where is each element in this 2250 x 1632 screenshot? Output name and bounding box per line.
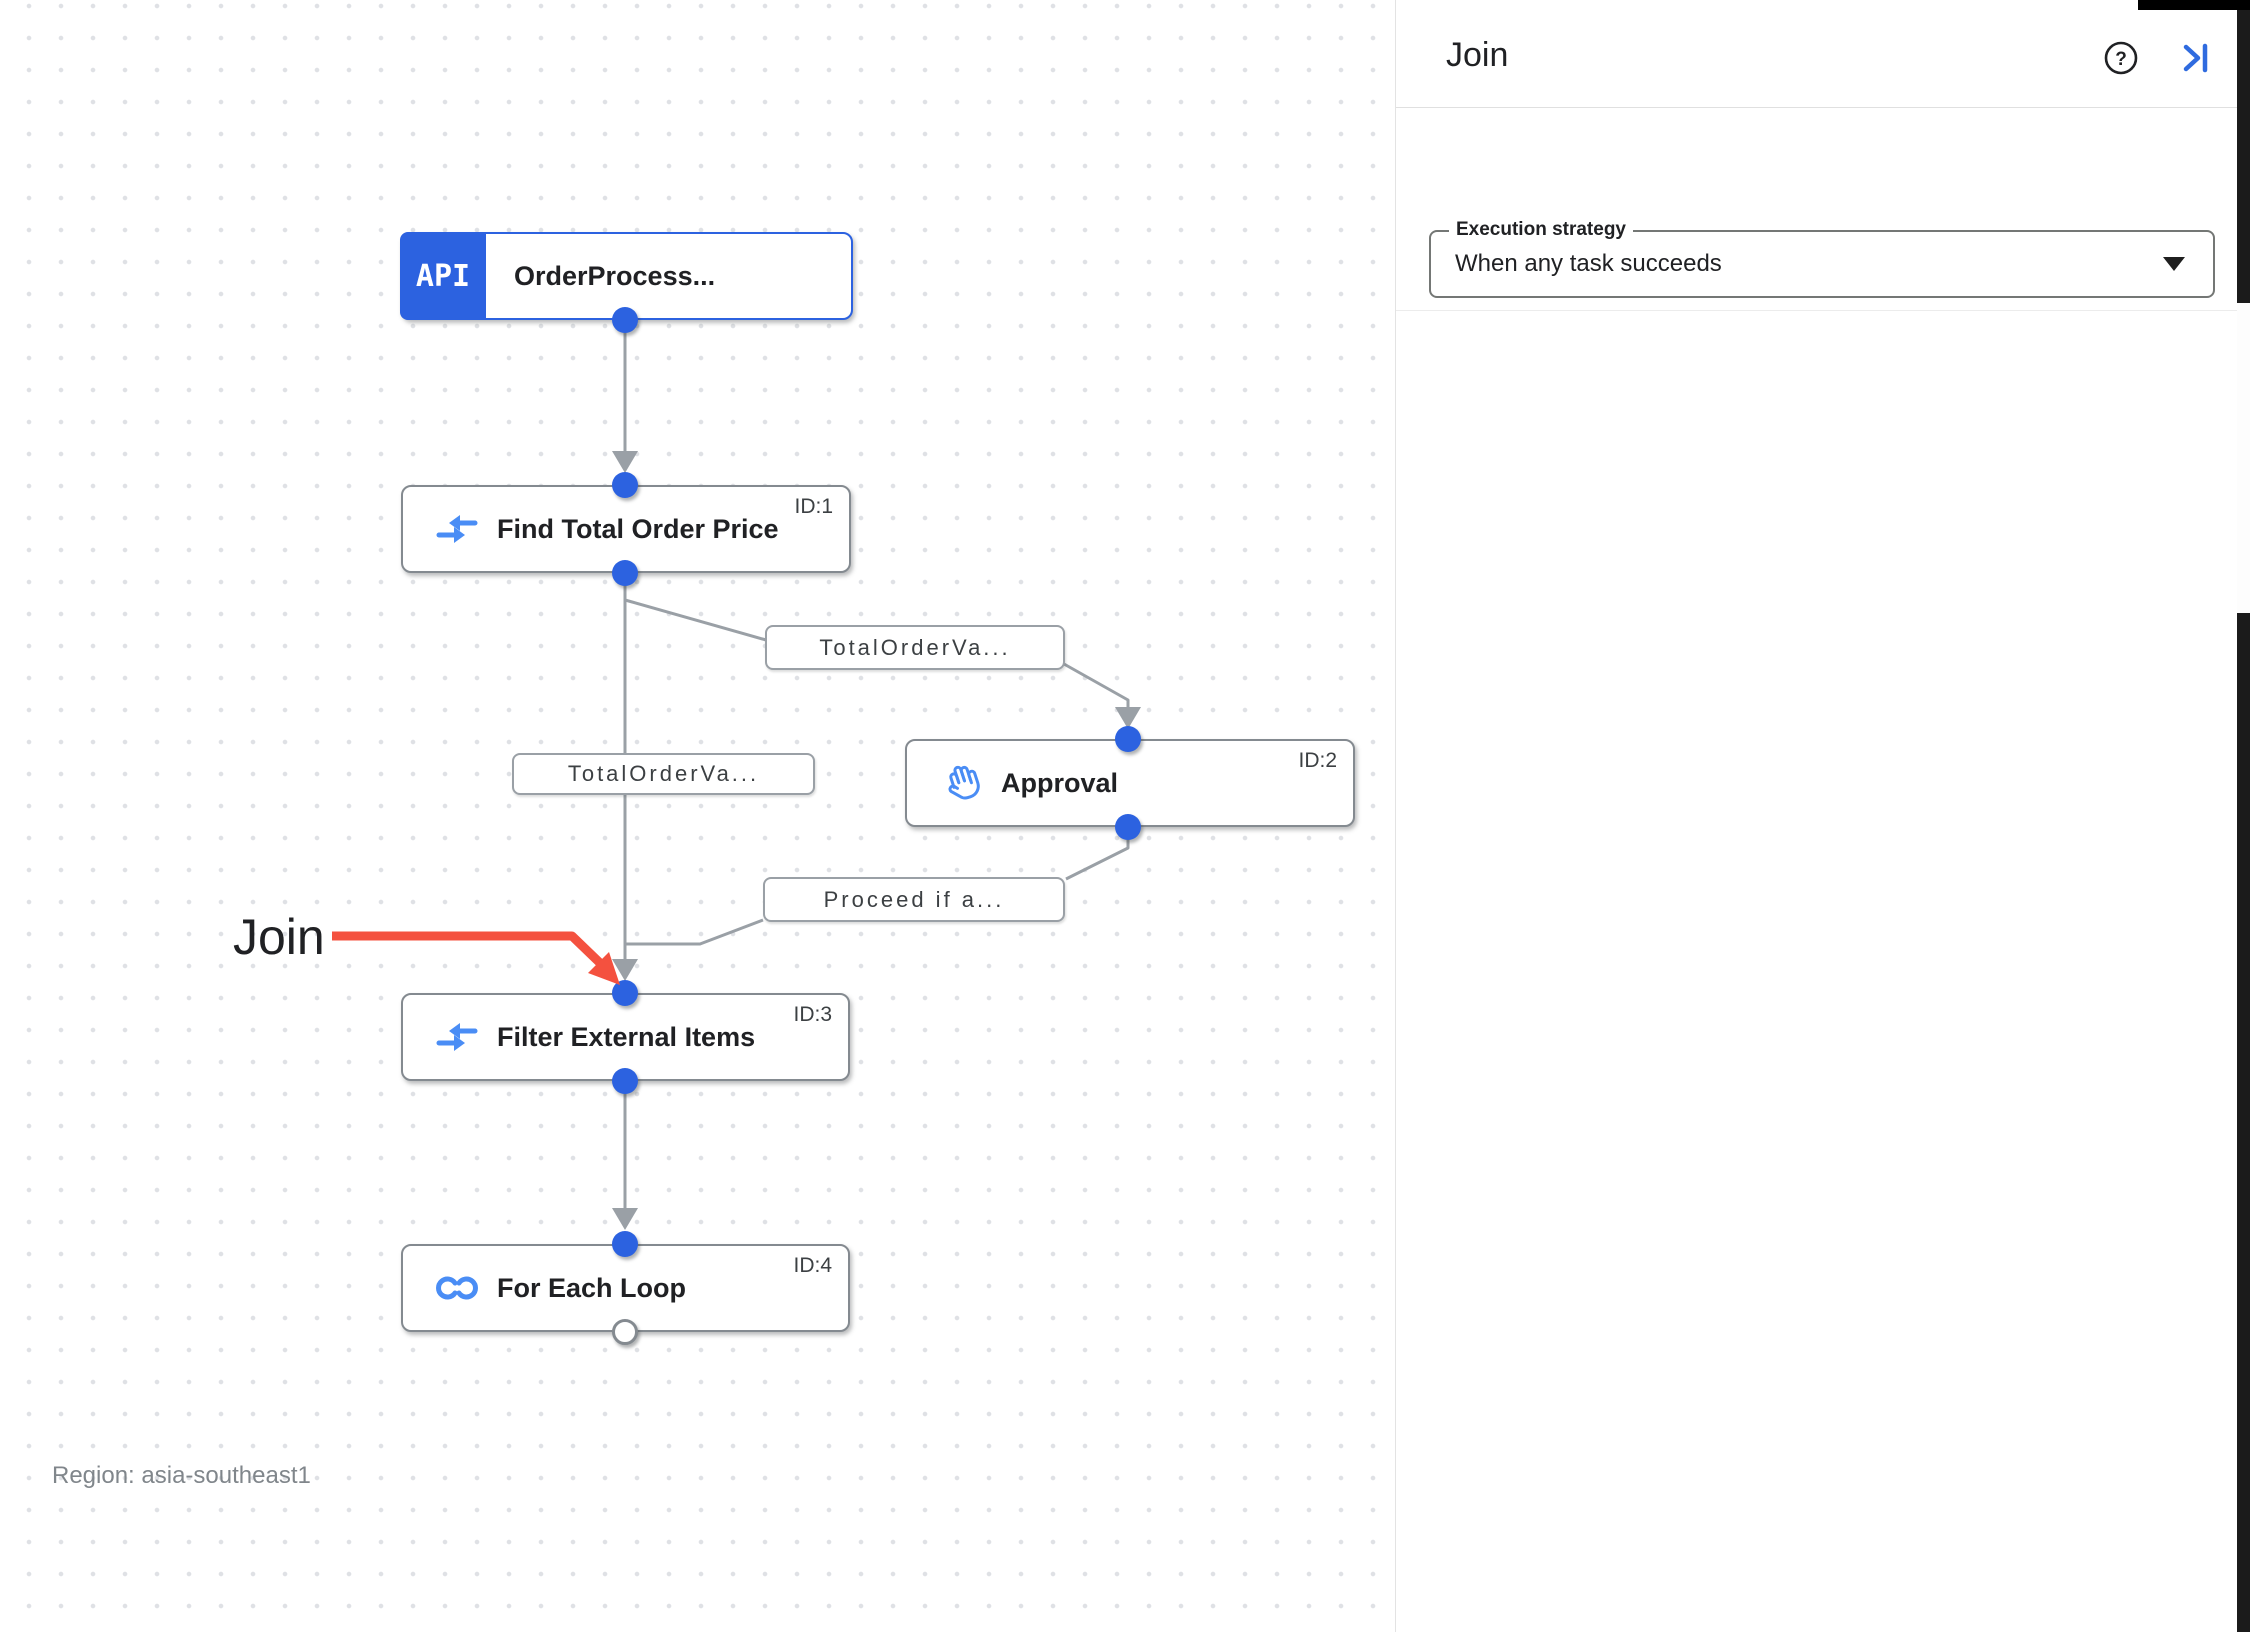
node-title: Approval <box>1001 767 1119 798</box>
scrollbar-thumb[interactable] <box>2237 303 2250 613</box>
workflow-edges <box>612 320 1141 1230</box>
connector-in-for-each-loop[interactable] <box>612 1231 638 1257</box>
connector-out-find-total-order-price[interactable] <box>612 560 638 586</box>
join-annotation-arrow <box>332 931 620 985</box>
region-label: Region: asia-southeast1 <box>52 1462 311 1489</box>
node-title: For Each Loop <box>497 1272 686 1303</box>
api-trigger-badge: API <box>400 232 486 320</box>
connector-out-approval[interactable] <box>1115 814 1141 840</box>
node-id-badge: ID:4 <box>793 1254 832 1277</box>
connector-out-filter-external-items[interactable] <box>612 1068 638 1094</box>
help-icon[interactable]: ? <box>2103 40 2139 76</box>
panel-title: Join <box>1446 36 1509 74</box>
config-panel: Join ? Task Execution Strategy <box>1395 0 2250 1632</box>
edge-label-text: TotalOrderVa... <box>819 634 1011 660</box>
connector-out-order-process[interactable] <box>612 307 638 333</box>
edge-label-text: Proceed if a... <box>823 886 1005 912</box>
data-mapping-icon <box>429 1020 485 1054</box>
dropdown-caret-icon <box>2163 257 2185 271</box>
edge-label-text: TotalOrderVa... <box>567 761 760 786</box>
node-id-badge: ID:1 <box>794 495 833 518</box>
edge-label-proceed-if[interactable]: Proceed if a... <box>763 877 1065 922</box>
browser-scrollbar[interactable] <box>2237 10 2250 1632</box>
edge-label-total-order-value-2[interactable]: TotalOrderVa... <box>512 753 815 795</box>
execution-strategy-label: Execution strategy <box>1449 219 1633 241</box>
node-id-badge: ID:3 <box>793 1003 832 1026</box>
panel-header: Join ? <box>1396 0 2250 108</box>
connector-out-for-each-loop-open[interactable] <box>612 1319 638 1345</box>
join-annotation-label: Join <box>233 909 325 965</box>
window-top-bar-fragment <box>2138 0 2250 10</box>
node-for-each-loop[interactable]: ID:4 For Each Loop <box>401 1244 850 1332</box>
node-filter-external-items[interactable]: ID:3 Filter External Items <box>401 993 850 1081</box>
node-title: Filter External Items <box>497 1021 756 1052</box>
section-divider <box>1396 310 2238 311</box>
node-title: Find Total Order Price <box>497 513 779 544</box>
collapse-panel-icon[interactable] <box>2178 40 2214 76</box>
edge-label-total-order-value-1[interactable]: TotalOrderVa... <box>765 625 1065 670</box>
connector-in-approval[interactable] <box>1115 726 1141 752</box>
execution-strategy-select[interactable]: Execution strategy When any task succeed… <box>1429 219 2215 298</box>
workflow-canvas[interactable]: TotalOrderVa... TotalOrderVa... Proceed … <box>0 0 1395 1632</box>
connector-in-filter-external-items[interactable] <box>612 980 638 1006</box>
node-title: OrderProcess... <box>514 260 716 291</box>
svg-text:?: ? <box>2115 49 2127 70</box>
execution-strategy-value: When any task succeeds <box>1455 250 1722 277</box>
data-mapping-icon <box>429 512 485 546</box>
loop-icon <box>429 1274 485 1302</box>
node-order-process-trigger[interactable]: API OrderProcess... <box>400 232 853 320</box>
connector-in-find-total-order-price[interactable] <box>612 472 638 498</box>
node-id-badge: ID:2 <box>1298 749 1337 772</box>
approval-hand-icon <box>933 761 989 805</box>
